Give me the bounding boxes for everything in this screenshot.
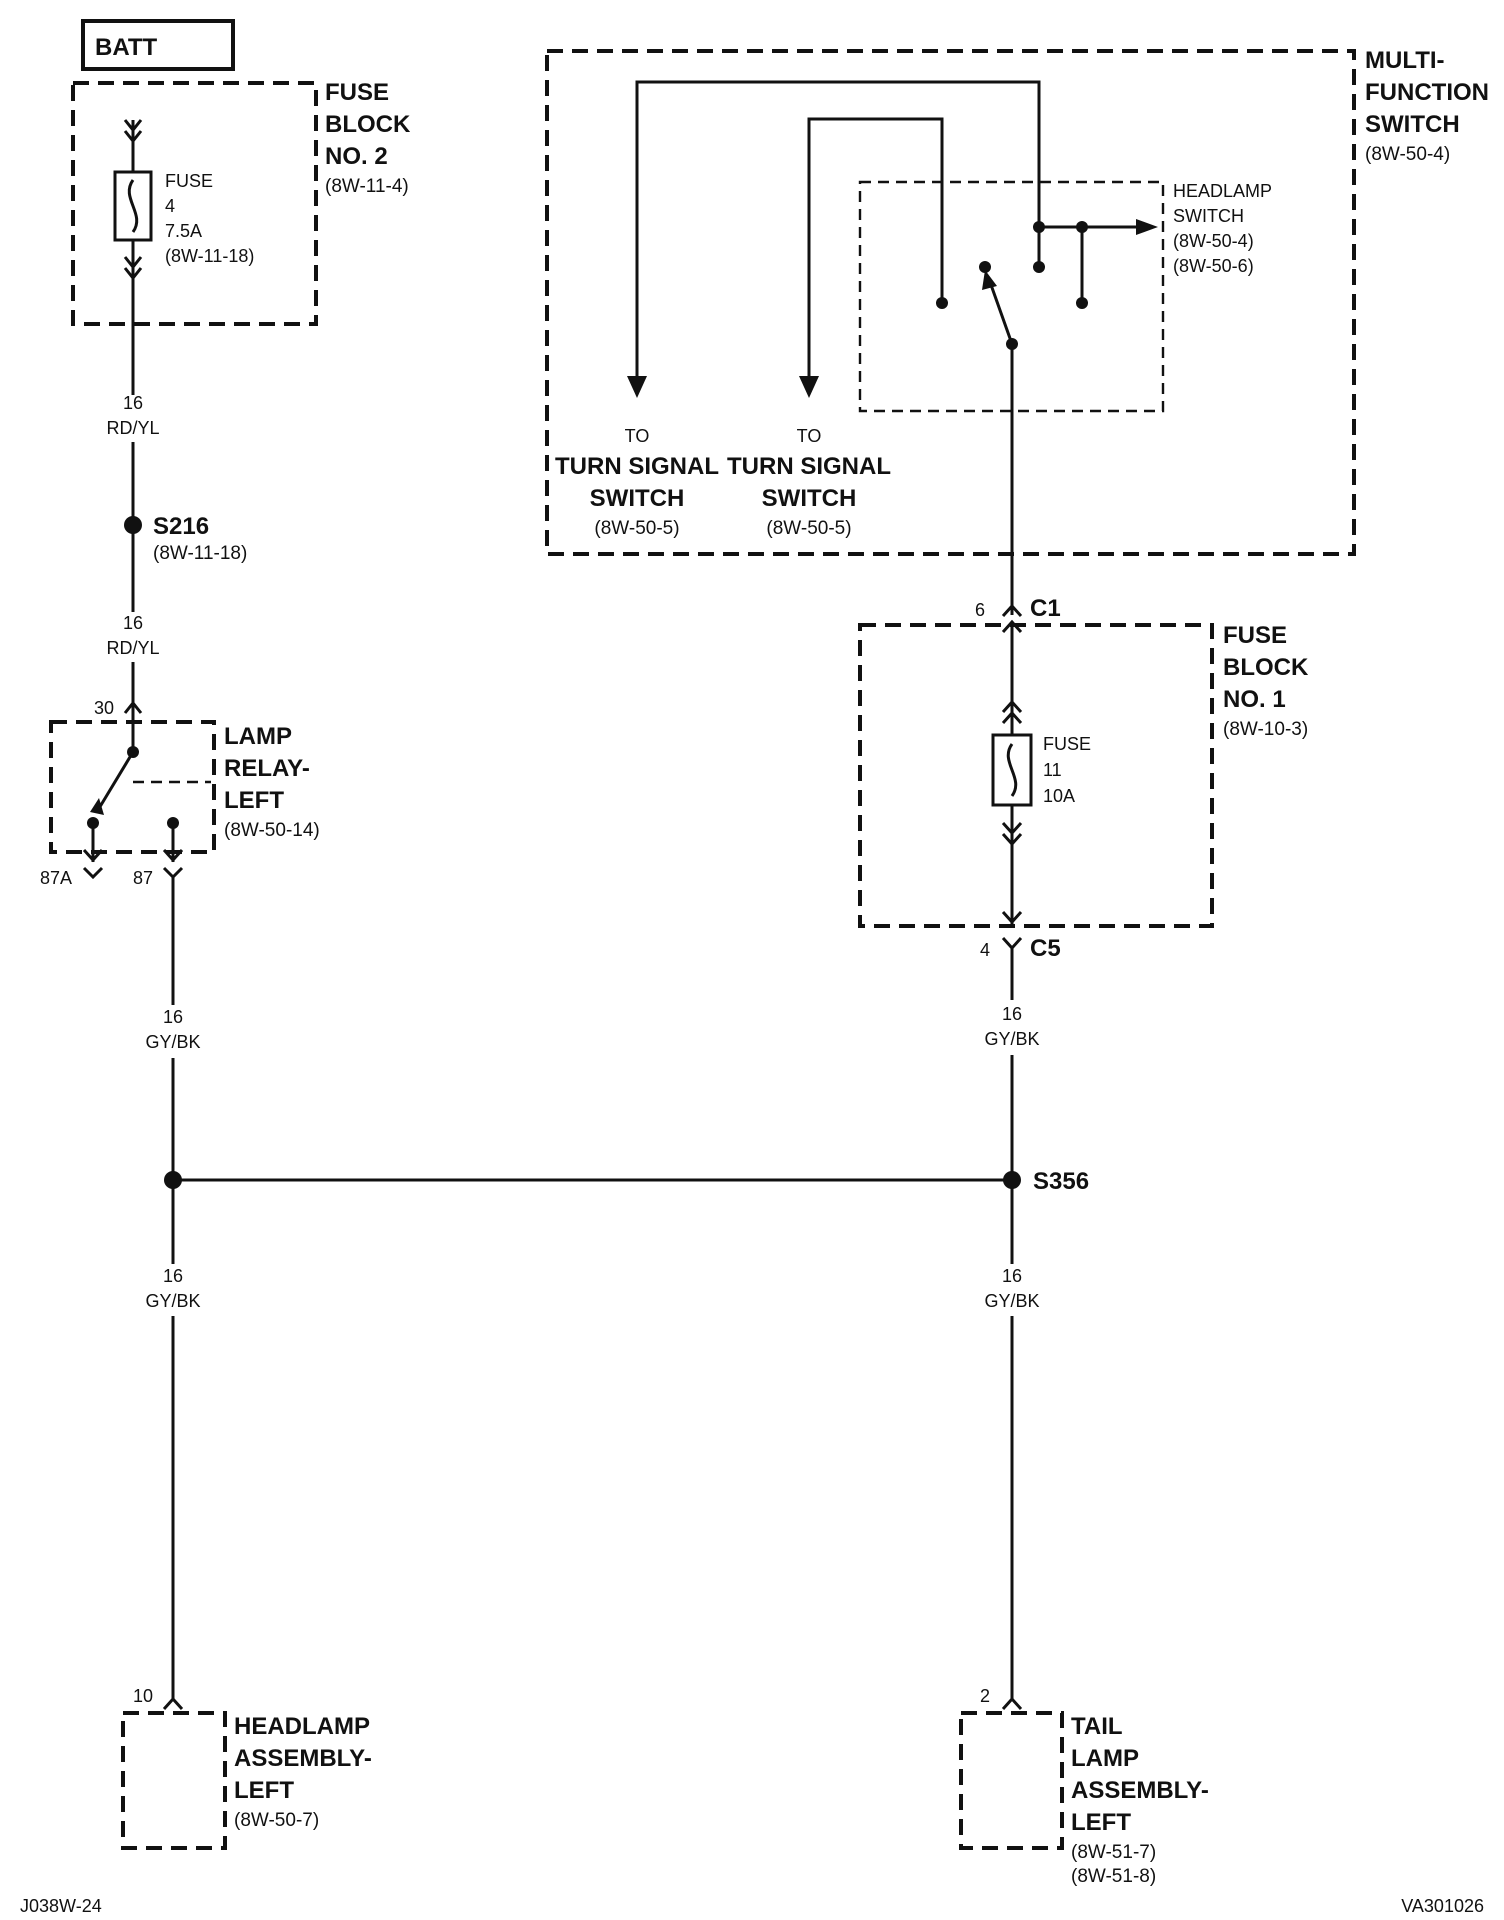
connector-c5-label: C5: [1030, 935, 1061, 962]
fuse-11-label: FUSE: [1043, 734, 1091, 754]
tail-lamp-assembly-left: 2 TAIL LAMP ASSEMBLY- LEFT (8W-51-7) (8W…: [959, 1686, 1209, 1887]
connector-c1-icon: [1001, 603, 1023, 618]
fuse-block-2-title-1: FUSE: [325, 79, 389, 106]
fuse-11-rating: 10A: [1043, 786, 1075, 806]
wire-taillamp-color: GY/BK: [984, 1291, 1039, 1311]
tail-lamp-title-3: ASSEMBLY-: [1071, 1777, 1209, 1804]
relay-pin-30: 30: [94, 698, 114, 718]
splice-s356-label: S356: [1033, 1168, 1089, 1195]
headlamp-title-2: ASSEMBLY-: [234, 1745, 372, 1772]
wire-relay-out-color: GY/BK: [145, 1032, 200, 1052]
relay-pin-87a-connector-icon: [82, 866, 104, 880]
fuse-4-label: FUSE: [165, 171, 213, 191]
tail-lamp-title-2: LAMP: [1071, 1745, 1139, 1772]
wire-relay-in-gauge: 16: [123, 613, 143, 633]
turn-signal-1-name-2: SWITCH: [590, 485, 685, 512]
relay-pin-87a: 87A: [40, 868, 72, 888]
splice-s216-ref: (8W-11-18): [153, 543, 247, 564]
wire-relay-in-color: RD/YL: [106, 638, 159, 658]
lamp-relay-left: 30 87A 87 LAMP RELAY- LEFT (8W-50-14): [40, 698, 320, 888]
wire-headlamp-color: GY/BK: [145, 1291, 200, 1311]
turn-signal-2-to: TO: [797, 426, 822, 446]
relay-pin-87-connector-icon: [162, 866, 184, 880]
connector-c5-pin: 4: [980, 940, 990, 960]
wire-taillamp-gauge: 16: [1002, 1266, 1022, 1286]
headlamp-assembly-left: 10 HEADLAMP ASSEMBLY- LEFT (8W-50-7): [121, 1686, 372, 1850]
lamp-relay-title-1: LAMP: [224, 723, 292, 750]
splice-s216-label: S216: [153, 513, 209, 540]
lamp-relay-title-3: LEFT: [224, 787, 284, 814]
fuse-block-2-ref: (8W-11-4): [325, 176, 409, 197]
turn-signal-2-name-2: SWITCH: [762, 485, 857, 512]
turn-signal-2-ref: (8W-50-5): [766, 518, 851, 539]
batt-label: BATT: [95, 34, 158, 61]
headlamp-ref: (8W-50-7): [234, 1810, 319, 1831]
splice-s216-dot: [124, 516, 142, 534]
turn-signal-2-name-1: TURN SIGNAL: [727, 453, 891, 480]
headlamp-switch-ref-2: (8W-50-6): [1173, 256, 1254, 276]
batt-source: BATT: [81, 19, 235, 71]
fuse-block-1-title-2: BLOCK: [1223, 654, 1309, 681]
relay-pin-87: 87: [133, 868, 153, 888]
wire-top-color: RD/YL: [106, 418, 159, 438]
headlamp-switch-title-2: SWITCH: [1173, 206, 1244, 226]
fuse-block-1-title-3: NO. 1: [1223, 686, 1286, 713]
connector-c1-pin: 6: [975, 600, 985, 620]
multifunction-switch: MULTI- FUNCTION SWITCH (8W-50-4) HEADLAM…: [545, 47, 1489, 615]
fuse-block-2: FUSE BLOCK NO. 2 (8W-11-4) FUSE 4 7.5A (…: [71, 79, 411, 326]
fuse-11-bottom-connector-icon: [1001, 821, 1023, 847]
fuse-4-number: 4: [165, 196, 175, 216]
wire-top-gauge: 16: [123, 393, 143, 413]
right-circuit: 16 GY/BK S356 16 GY/BK: [984, 948, 1089, 1700]
headlamp-switch-title-1: HEADLAMP: [1173, 181, 1272, 201]
headlamp-connector-icon: [162, 1696, 184, 1711]
wire-headlamp-gauge: 16: [163, 1266, 183, 1286]
headlamp-switch-out-arrow-icon: [1136, 219, 1158, 235]
wire-fb1-out-color: GY/BK: [984, 1029, 1039, 1049]
tail-lamp-ref-1: (8W-51-7): [1071, 1842, 1156, 1863]
lamp-relay-ref: (8W-50-14): [224, 820, 320, 841]
fuse-block-1: 6 C1 FUSE BLOCK NO. 1 (8W-10-3) FUSE 11 …: [858, 595, 1309, 962]
fuse-block-1-title-1: FUSE: [1223, 622, 1287, 649]
wire-relay-out-gauge: 16: [163, 1007, 183, 1027]
turn-signal-1-to: TO: [625, 426, 650, 446]
tail-lamp-title-4: LEFT: [1071, 1809, 1131, 1836]
fuse-4-rating: 7.5A: [165, 221, 202, 241]
fuse-4-bottom-connector-icon: [123, 256, 143, 281]
wire-fb1-out-gauge: 16: [1002, 1004, 1022, 1024]
relay-pin-30-connector-icon: [123, 700, 143, 714]
fuse-block-2-title-3: NO. 2: [325, 143, 388, 170]
splice-s356-dot: [1003, 1171, 1021, 1189]
turn-signal-1-ref: (8W-50-5): [594, 518, 679, 539]
connector-c1-label: C1: [1030, 595, 1061, 622]
turn-signal-2-arrow-icon: [799, 376, 819, 398]
connector-c5-icon: [1001, 936, 1023, 951]
headlamp-title-3: LEFT: [234, 1777, 294, 1804]
mfs-title-2: FUNCTION: [1365, 79, 1489, 106]
mfs-title-3: SWITCH: [1365, 111, 1460, 138]
footer-right: VA301026: [1401, 1896, 1484, 1916]
headlamp-pin-10: 10: [133, 1686, 153, 1706]
fuse-block-2-title-2: BLOCK: [325, 111, 411, 138]
mfs-ref: (8W-50-4): [1365, 144, 1450, 165]
footer-left: J038W-24: [20, 1896, 102, 1916]
mfs-title-1: MULTI-: [1365, 47, 1445, 74]
relay-output-circuit: 16 GY/BK 16 GY/BK: [145, 877, 1009, 1700]
fuse-block-1-ref: (8W-10-3): [1223, 719, 1308, 740]
fuse-4-ref: (8W-11-18): [165, 246, 254, 266]
left-circuit: 16 RD/YL S216 (8W-11-18) 16 RD/YL: [106, 282, 247, 712]
turn-signal-1-arrow-icon: [627, 376, 647, 398]
tail-lamp-pin-2: 2: [980, 1686, 990, 1706]
fuse-11-number: 11: [1043, 760, 1062, 780]
tail-lamp-title-1: TAIL: [1071, 1713, 1123, 1740]
fuse-11-top-connector-icon: [1001, 699, 1023, 725]
headlamp-title-1: HEADLAMP: [234, 1713, 370, 1740]
tail-lamp-connector-icon: [1001, 1696, 1023, 1711]
tail-lamp-ref-2: (8W-51-8): [1071, 1866, 1156, 1887]
turn-signal-1-name-1: TURN SIGNAL: [555, 453, 719, 480]
lamp-relay-title-2: RELAY-: [224, 755, 310, 782]
headlamp-switch-ref-1: (8W-50-4): [1173, 231, 1254, 251]
